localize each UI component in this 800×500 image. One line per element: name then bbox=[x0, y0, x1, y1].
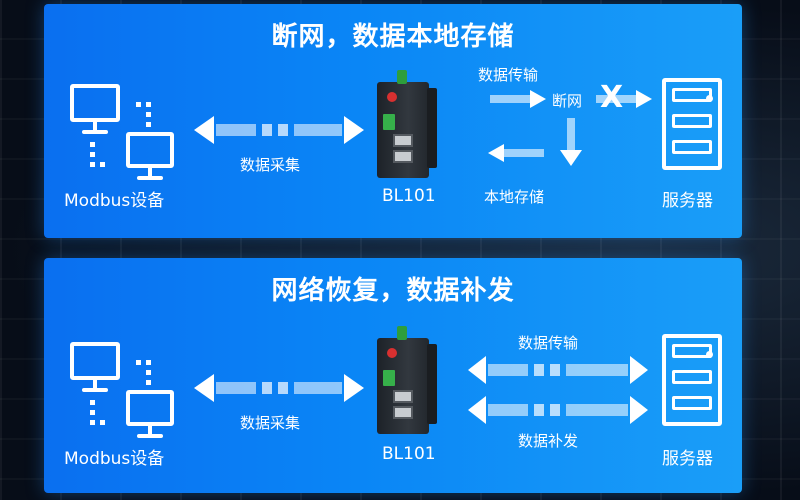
gateway-label: BL101 bbox=[382, 186, 436, 206]
panel-title: 断网，数据本地存储 bbox=[271, 22, 515, 52]
transfer-arrow-icon bbox=[468, 356, 648, 384]
collect-arrow-icon bbox=[194, 374, 364, 402]
disconnect-x-icon: X bbox=[600, 80, 624, 115]
offline-storage-panel: 断网，数据本地存储 Modbus设备 数据采集 BL101 数据传输 断网 X bbox=[44, 4, 742, 238]
transfer-arrow-icon bbox=[490, 90, 546, 108]
collect-arrow-icon bbox=[194, 116, 364, 144]
gateway-device-icon bbox=[377, 326, 437, 434]
modbus-device-label: Modbus设备 bbox=[64, 449, 165, 469]
gateway-label: BL101 bbox=[382, 444, 436, 464]
gateway-device-icon bbox=[377, 70, 437, 178]
server-icon bbox=[662, 78, 722, 170]
transfer-label: 数据传输 bbox=[518, 334, 579, 352]
collect-label: 数据采集 bbox=[240, 156, 301, 174]
local-storage-label: 本地存储 bbox=[484, 188, 545, 206]
monitor-icon bbox=[126, 132, 174, 180]
network-restored-panel: 网络恢复，数据补发 Modbus设备 数据采集 BL101 数据传输 bbox=[44, 258, 742, 493]
storage-left-arrow-icon bbox=[488, 144, 544, 162]
monitor-icon bbox=[126, 390, 174, 438]
collect-label: 数据采集 bbox=[240, 414, 301, 432]
transfer-label: 数据传输 bbox=[478, 66, 539, 84]
panel-title: 网络恢复，数据补发 bbox=[271, 276, 515, 306]
server-label: 服务器 bbox=[662, 449, 713, 469]
modbus-device-label: Modbus设备 bbox=[64, 191, 165, 211]
resend-arrow-icon bbox=[468, 396, 648, 424]
server-label: 服务器 bbox=[662, 191, 713, 211]
monitor-icon bbox=[70, 84, 120, 134]
monitor-icon bbox=[70, 342, 120, 392]
transfer-arrow-icon bbox=[596, 90, 652, 108]
disconnect-label: 断网 bbox=[552, 92, 583, 110]
resend-label: 数据补发 bbox=[518, 432, 579, 450]
storage-down-arrow-icon bbox=[560, 118, 582, 166]
server-icon bbox=[662, 334, 722, 426]
